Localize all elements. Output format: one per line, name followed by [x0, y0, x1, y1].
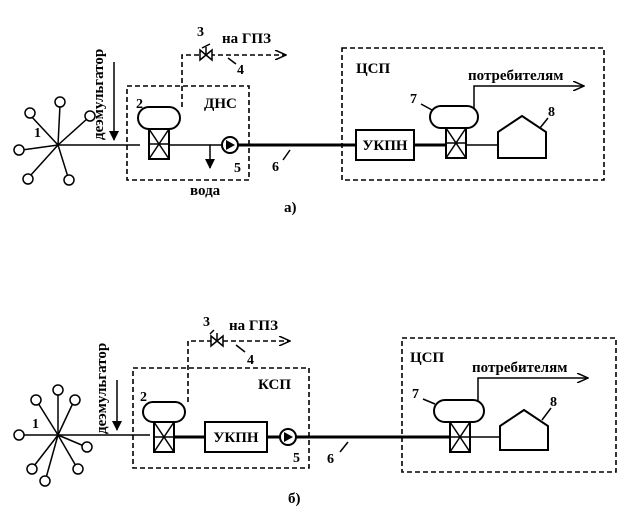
label-4-a: 4: [237, 63, 244, 78]
label-1-a: 1: [34, 126, 41, 141]
label-6-a: 6: [272, 160, 279, 175]
pump-5-a: [221, 136, 239, 154]
label-2-a: 2: [136, 97, 143, 112]
separator-7-b: [433, 399, 485, 453]
to-gpz-label-a: на ГПЗ: [222, 31, 271, 47]
caption-b: б): [288, 491, 301, 507]
label-7-b: 7: [412, 387, 419, 402]
label-6-b: 6: [327, 452, 334, 467]
tank-8-b: [499, 408, 549, 451]
demulsifier-label-b: деэмульгатор: [94, 343, 110, 434]
label-7-a: 7: [410, 92, 417, 107]
well-cluster-b: [13, 384, 93, 487]
csp-boundary-b: [401, 337, 617, 473]
csp-boundary-a: [341, 47, 605, 181]
to-consumers-line-b: [477, 378, 588, 402]
water-line-a: [169, 144, 215, 169]
label-5-b: 5: [293, 451, 300, 466]
caption-a: а): [284, 200, 297, 216]
pump-5-b: [279, 428, 297, 446]
csp-label-b: ЦСП: [410, 350, 445, 366]
tank-8-a: [497, 114, 547, 159]
separator-2-a: [137, 106, 181, 160]
label-1-b: 1: [32, 417, 39, 432]
label-2-b: 2: [140, 390, 147, 405]
ukpn-b: [204, 421, 268, 453]
valve-3-a: [199, 47, 213, 62]
label-3-a: 3: [197, 25, 204, 40]
valve-3-b: [210, 333, 224, 348]
demulsifier-label-a: деэмульгатор: [91, 49, 107, 140]
label-3-b: 3: [203, 315, 210, 330]
well-cluster-a: [13, 96, 96, 186]
to-consumers-label-a: потребителям: [468, 68, 563, 84]
ksp-boundary: [132, 367, 310, 469]
diagram-b: 1 деэмульгатор КСП 2 3 на ГПЗ 4: [13, 315, 617, 507]
dns-boundary: [126, 85, 250, 181]
water-label-a: вода: [190, 183, 221, 199]
ukpn-label-b: УКПН: [213, 430, 259, 446]
dns-label: ДНС: [204, 96, 237, 112]
diagram-a: 1 деэмульгатор ДНС 2 3 на ГПЗ 4: [13, 25, 605, 216]
gas-line-b: [187, 341, 290, 402]
label-4-b: 4: [247, 353, 254, 368]
gas-line-a: [181, 55, 286, 107]
label-8-a: 8: [548, 105, 555, 120]
to-gpz-label-b: на ГПЗ: [229, 318, 278, 334]
ukpn-label-a: УКПН: [362, 138, 408, 154]
label-8-b: 8: [550, 395, 557, 410]
ksp-label: КСП: [258, 377, 291, 393]
csp-label-a: ЦСП: [356, 61, 391, 77]
to-consumers-line-a: [473, 86, 584, 108]
separator-2-b: [142, 401, 186, 453]
label-5-a: 5: [234, 161, 241, 176]
to-consumers-label-b: потребителям: [472, 360, 567, 376]
separator-7-a: [429, 105, 479, 159]
